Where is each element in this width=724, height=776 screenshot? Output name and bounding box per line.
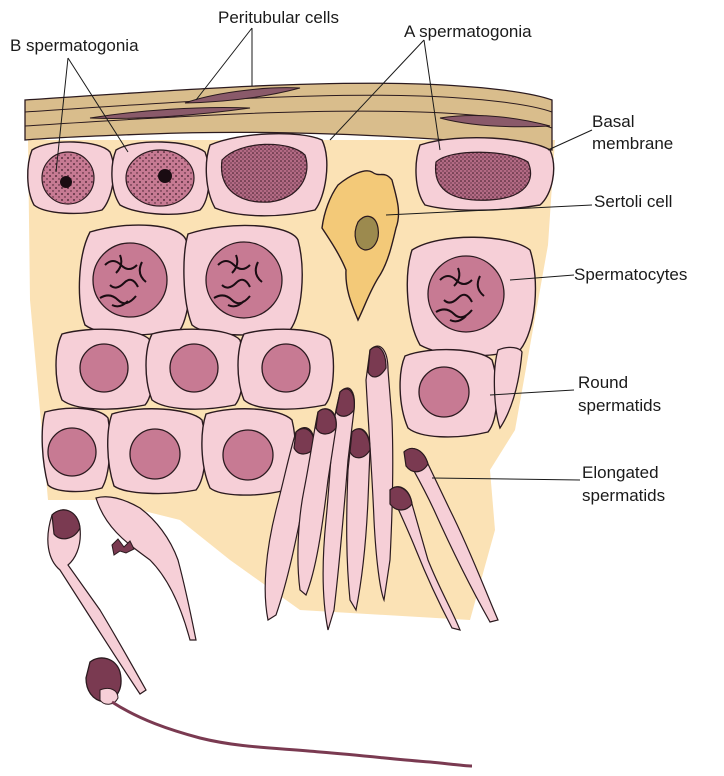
- elongated-spermatids-label-line1: Elongated: [582, 463, 659, 483]
- round-spermatid: [146, 329, 243, 409]
- a-spermatogonium: [416, 138, 554, 211]
- basal-membrane-label-line1: Basal: [592, 112, 635, 132]
- round-spermatid: [202, 409, 295, 495]
- basal-membrane-label-line2: membrane: [592, 134, 673, 154]
- b-spermatogonium: [28, 142, 114, 213]
- sertoli-cell-label: Sertoli cell: [594, 192, 672, 212]
- peritubular-cells-label: Peritubular cells: [218, 8, 339, 28]
- round-spermatid: [56, 329, 153, 409]
- spermatozoon: [86, 658, 472, 766]
- round-spermatids-label-line2: spermatids: [578, 396, 661, 416]
- spermatocyte: [407, 237, 535, 355]
- round-spermatid: [400, 350, 497, 437]
- b-spermatogonia-label: B spermatogonia: [10, 36, 139, 56]
- round-spermatids-label-line1: Round: [578, 373, 628, 393]
- a-spermatogonium: [206, 134, 327, 216]
- elongated-spermatids-label-line2: spermatids: [582, 486, 665, 506]
- a-spermatogonia-label: A spermatogonia: [404, 22, 532, 42]
- round-spermatid: [238, 329, 333, 409]
- round-spermatid: [108, 409, 206, 494]
- spermatocyte: [79, 225, 190, 335]
- sertoli-nucleus: [355, 216, 378, 250]
- spermatocytes-label: Spermatocytes: [574, 265, 687, 285]
- b-spermatogonium: [112, 142, 209, 214]
- spermatocyte: [184, 225, 302, 334]
- round-spermatid: [42, 408, 110, 491]
- elongated-spermatid-left: [48, 497, 196, 694]
